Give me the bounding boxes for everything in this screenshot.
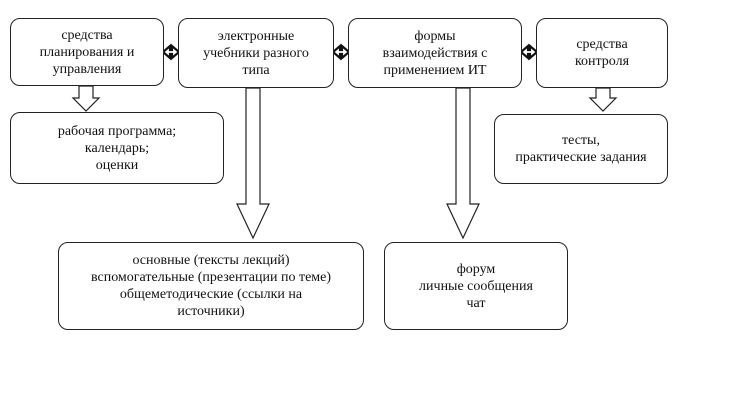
text-line: оценки <box>95 157 139 173</box>
box-work-program-text: рабочая программа; календарь; оценки <box>58 123 176 174</box>
text-line: управления <box>52 61 122 77</box>
box-interaction-forms-text: формы взаимодействия с применением ИТ <box>383 28 488 79</box>
box-electronic-textbooks-text: электронные учебники разного типа <box>203 28 309 79</box>
box-control-tools-text: средства контроля <box>575 36 629 70</box>
text-line: личные сообщения <box>419 278 533 294</box>
text-line: электронные <box>217 28 295 44</box>
text-line: форум <box>456 261 496 277</box>
box-planning-tools-text: средства планирования и управления <box>40 27 135 78</box>
text-line: календарь; <box>84 140 150 156</box>
double-arrow-1-2 <box>161 43 181 61</box>
box-textbook-types: основные (тексты лекций) вспомогательные… <box>58 242 364 330</box>
box-work-program: рабочая программа; календарь; оценки <box>10 112 224 184</box>
box-communication: форум личные сообщения чат <box>384 242 568 330</box>
text-line: основные (тексты лекций) <box>132 253 290 268</box>
text-line: чат <box>466 295 486 311</box>
text-line: вспомогательные (презентации по теме) <box>90 270 332 285</box>
text-line: учебники разного <box>203 45 309 61</box>
text-line: средства <box>576 37 628 52</box>
text-line: практические задания <box>515 150 647 165</box>
box-communication-text: форум личные сообщения чат <box>419 261 533 312</box>
arrow-planning-to-program <box>71 85 101 112</box>
text-line: источники) <box>177 304 245 319</box>
text-line: планирования и <box>39 44 135 60</box>
box-tests: тесты, практические задания <box>494 114 668 184</box>
text-line: взаимодействия с <box>382 45 488 61</box>
box-control-tools: средства контроля <box>536 18 668 88</box>
double-arrow-3-4 <box>519 43 539 61</box>
text-line: общеметодические (ссылки на <box>119 287 303 302</box>
text-line: формы <box>414 28 456 44</box>
arrow-textbooks-to-types <box>236 87 270 240</box>
double-arrow-2-3 <box>331 43 351 61</box>
text-line: средства <box>61 27 113 43</box>
box-textbook-types-text: основные (тексты лекций) вспомогательные… <box>91 252 331 320</box>
box-tests-text: тесты, практические задания <box>515 132 646 166</box>
box-interaction-forms: формы взаимодействия с применением ИТ <box>348 18 522 88</box>
text-line: тесты, <box>562 133 600 148</box>
text-line: типа <box>242 62 270 78</box>
arrow-forms-to-forum <box>446 87 480 240</box>
text-line: контроля <box>574 54 630 69</box>
box-planning-tools: средства планирования и управления <box>10 18 164 86</box>
arrow-control-to-tests <box>588 87 618 112</box>
text-line: рабочая программа; <box>57 123 177 139</box>
box-electronic-textbooks: электронные учебники разного типа <box>178 18 334 88</box>
text-line: применением ИТ <box>383 62 487 78</box>
